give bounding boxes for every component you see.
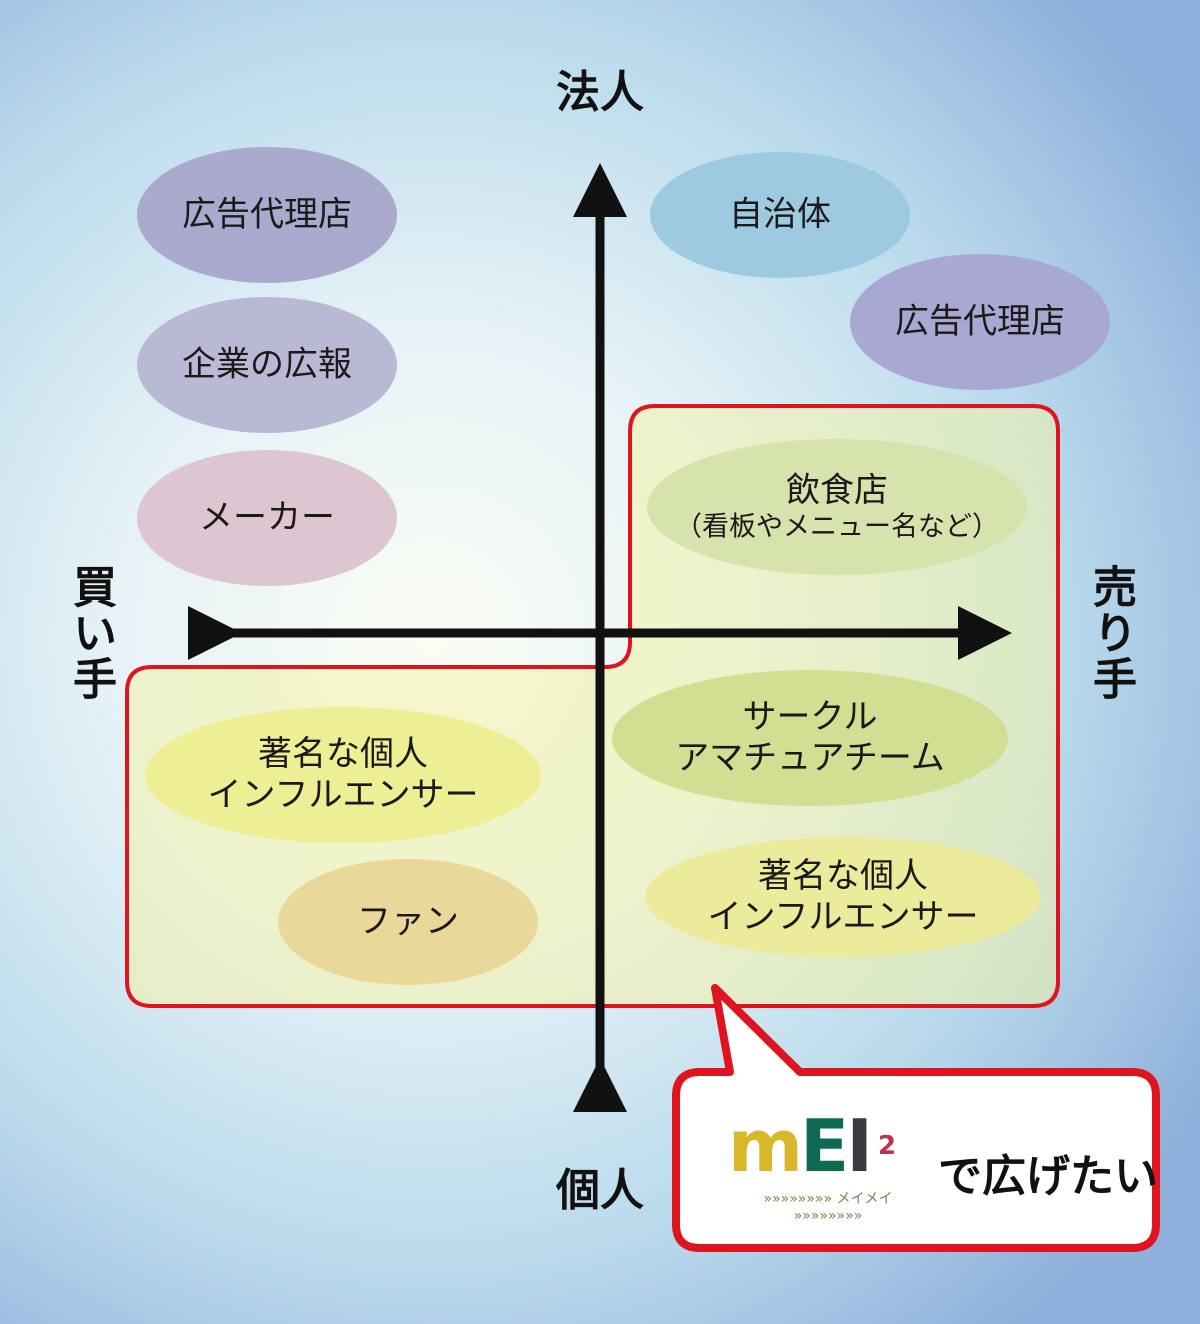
bubble — [650, 152, 910, 278]
bubble-label: 自治体 — [729, 194, 831, 235]
callout-box — [672, 984, 1160, 1252]
axis-label-buyer: 買い手 — [65, 564, 116, 702]
bubble-label: 企業の広報 — [182, 344, 352, 385]
bubble — [137, 147, 397, 283]
bubble — [850, 254, 1110, 390]
bubble — [137, 450, 397, 586]
axis-label-corporate: 法人 — [556, 67, 644, 118]
bubble-label: 広告代理店 — [895, 301, 1065, 342]
bubble-label: 飲食店（看板やメニュー名など） — [675, 470, 999, 543]
axis-label-individual: 個人 — [556, 1165, 644, 1216]
callout-tagline: で広げたい — [938, 1151, 1158, 1202]
axis-label-seller: 売り手 — [1085, 564, 1136, 702]
bubble-label: サークルアマチュアチーム — [675, 697, 945, 778]
bubble-label: 著名な個人インフルエンサー — [207, 734, 479, 815]
bubble-label: メーカー — [199, 497, 335, 538]
bubble — [137, 297, 397, 433]
bubble-label: 著名な個人インフルエンサー — [707, 856, 979, 937]
bubble-label: 広告代理店 — [182, 194, 352, 235]
bubble-label: ファン — [357, 901, 459, 942]
